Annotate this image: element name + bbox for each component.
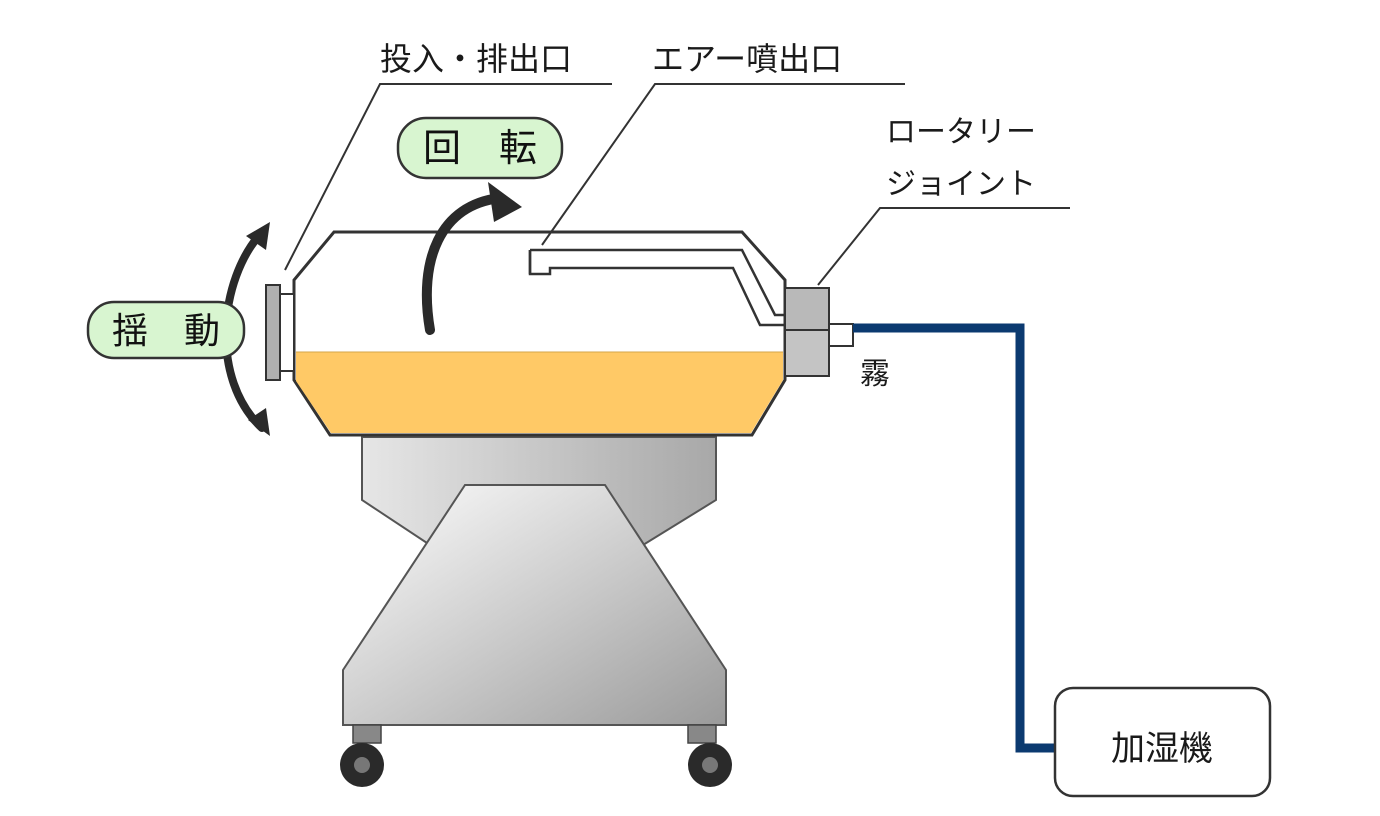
air-nozzle-leader: [541, 83, 905, 246]
rotation-badge: [396, 116, 564, 180]
rotation-arrow: [421, 193, 505, 335]
caster-right: [687, 724, 732, 787]
rotary-joint-label-1: ロータリー: [886, 115, 1036, 150]
rotary-joint-leader: [817, 207, 1070, 286]
humidifier-label: 加湿機: [1111, 729, 1213, 769]
humidifier-box: [1053, 686, 1272, 798]
mist-label: 霧: [860, 357, 890, 392]
inlet-flange: [265, 284, 281, 381]
rocking-badge: [86, 300, 246, 360]
mist-hose: [853, 323, 1055, 753]
air-nozzle-label: エアー噴出口: [652, 40, 842, 78]
inlet-outlet-label: 投入・排出口: [380, 40, 572, 78]
stand-base: [342, 484, 727, 726]
caster-left: [340, 724, 384, 787]
powder-fill: [296, 352, 783, 433]
rocking-label: 揺 動: [112, 311, 220, 352]
rotary-joint: [784, 287, 854, 377]
rotation-label: 回 転: [423, 126, 537, 170]
rotary-joint-label-2: ジョイント: [886, 167, 1036, 202]
inlet-outlet-leader: [284, 83, 612, 271]
